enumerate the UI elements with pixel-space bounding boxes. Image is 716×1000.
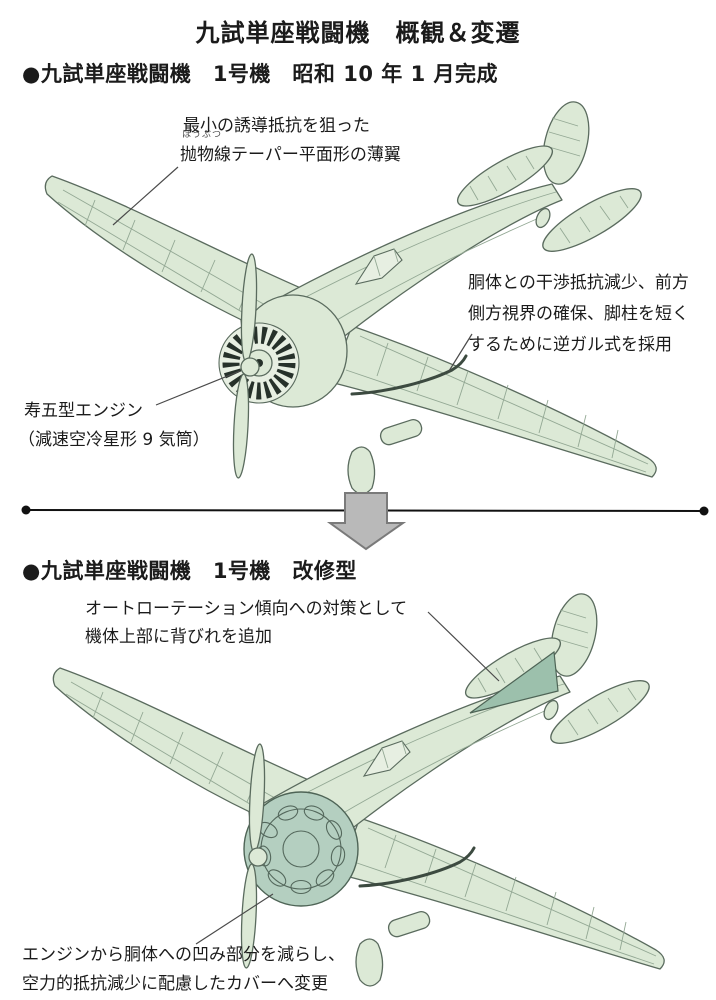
annotation-wing-line2: 抛物線テーパー平面形の薄翼	[180, 145, 401, 165]
aircraft-illustration-original	[43, 95, 658, 496]
dorsal-fin-highlight	[469, 650, 559, 714]
annotation-cowling: エンジンから胴体への凹み部分を減らし、 空力的抵抗減少に配慮したカバーへ変更	[22, 941, 345, 999]
propeller-original	[232, 253, 260, 479]
annotation-dorsal-fin-line1: オートローテーション傾向への対策として	[85, 599, 408, 619]
propeller-modified	[240, 743, 268, 969]
annotation-dorsal-fin-line2: 機体上部に背びれを追加	[85, 627, 272, 647]
annotation-cowling-line1: エンジンから胴体への凹み部分を減らし、	[22, 945, 345, 965]
annotation-wing: 最小の誘導抵抗を狙った ほうぶつ 抛物線テーパー平面形の薄翼	[180, 112, 404, 170]
annotation-engine-line2: （減速空冷星形 9 気筒）	[18, 430, 210, 450]
annotation-gull-line2: 側方視界の確保、脚柱を短く	[468, 304, 689, 324]
annotation-gull-line1: 胴体との干渉抵抗減少、前方	[468, 273, 689, 293]
section2-header: ●九試単座戦闘機 1号機 改修型	[22, 559, 357, 583]
leader-lines-modified	[195, 611, 500, 945]
section1-header: ●九試単座戦闘機 1号機 昭和 10 年 1 月完成	[22, 62, 499, 86]
annotation-engine: 寿五型エンジン （減速空冷星形 9 気筒）	[18, 397, 216, 455]
cowling-covered	[243, 791, 359, 907]
aircraft-illustration-modified	[51, 587, 666, 988]
annotation-wing-line1: 最小の誘導抵抗を狙った	[183, 116, 370, 136]
annotation-gull-wing: 胴体との干渉抵抗減少、前方 側方視界の確保、脚柱を短く するために逆ガル式を採用	[468, 268, 689, 361]
page-title: 九試単座戦闘機 概観＆変遷	[195, 19, 521, 47]
down-arrow-icon	[326, 492, 407, 551]
annotation-wing-line2-wrap: ほうぶつ 抛物線テーパー平面形の薄翼	[180, 131, 401, 170]
transition-divider	[21, 492, 709, 551]
annotation-gull-line3: するために逆ガル式を採用	[468, 335, 672, 355]
annotation-cowling-line2: 空力的抵抗減少に配慮したカバーへ変更	[22, 974, 328, 994]
annotation-wing-furigana: ほうぶつ	[182, 130, 223, 140]
annotation-engine-line1: 寿五型エンジン	[24, 401, 143, 421]
annotation-dorsal-fin: オートローテーション傾向への対策として 機体上部に背びれを追加	[85, 595, 407, 651]
leader-lines-original	[112, 166, 473, 406]
